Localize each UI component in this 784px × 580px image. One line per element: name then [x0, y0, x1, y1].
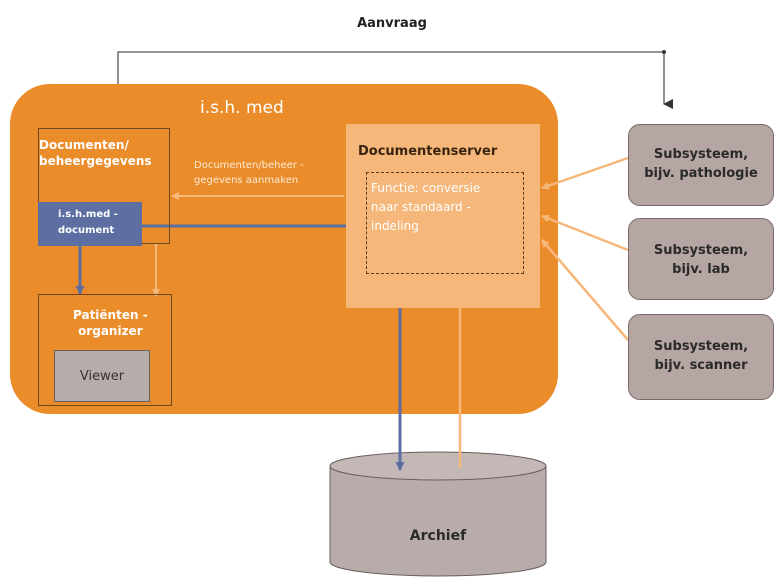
subsystem-lab-line2: bijv. lab: [672, 262, 730, 277]
documents-line2: beheergegevens: [39, 154, 152, 168]
documents-box[interactable]: Documenten/ beheergegevens: [38, 128, 170, 244]
archive-cylinder: [329, 451, 547, 577]
function-box[interactable]: Functie: conversie naar standaard - inde…: [366, 172, 524, 274]
arrow-scanner: [541, 239, 629, 341]
ishmed-document-line1: i.s.h.med -: [58, 209, 118, 220]
document-server-label: Documentenserver: [358, 144, 498, 159]
subsystem-scanner[interactable]: Subsysteem, bijv. scanner: [628, 314, 774, 400]
request-label: Aanvraag: [357, 16, 427, 31]
ishmed-document-label: i.s.h.med - document: [58, 207, 118, 239]
ishmed-label: i.s.h. med: [200, 98, 284, 118]
subsystem-lab-label: Subsysteem, bijv. lab: [629, 219, 773, 279]
create-docs-label: Documenten/beheer - gegevens aanmaken: [194, 158, 304, 188]
subsystem-pathologie-line1: Subsysteem,: [653, 147, 749, 162]
create-docs-line2: gegevens aanmaken: [194, 175, 299, 186]
document-server-box[interactable]: Documentenserver: [346, 124, 540, 308]
request-dot: [662, 50, 666, 54]
patient-organizer-line1: Patiënten -: [73, 308, 148, 322]
patient-organizer-box[interactable]: Patiënten - organizer: [38, 294, 172, 406]
patient-organizer-line2: organizer: [78, 324, 143, 338]
request-line: [117, 51, 673, 109]
subsystem-pathologie-label: Subsysteem, bijv. pathologie: [629, 125, 773, 183]
create-docs-line1: Documenten/beheer -: [194, 160, 304, 171]
arrow-pathologie: [541, 156, 629, 190]
documents-line1: Documenten/: [39, 138, 129, 152]
subsystem-lab[interactable]: Subsysteem, bijv. lab: [628, 218, 774, 300]
ishmed-document-line2: document: [58, 225, 115, 236]
subsystem-scanner-label: Subsysteem, bijv. scanner: [629, 315, 773, 375]
subsystem-pathologie-line2: bijv. pathologie: [644, 166, 758, 181]
function-label: Functie: conversie naar standaard - inde…: [371, 179, 480, 236]
function-line3: indeling: [371, 219, 419, 233]
arrow-lab: [541, 214, 629, 252]
viewer-box[interactable]: Viewer: [54, 350, 150, 402]
function-line1: Functie: conversie: [371, 181, 481, 195]
subsystem-lab-line1: Subsysteem,: [653, 243, 749, 258]
function-line2: naar standaard -: [371, 200, 471, 214]
subsystem-scanner-line1: Subsysteem,: [653, 339, 749, 354]
archive-label: Archief: [409, 528, 467, 544]
subsystem-pathologie[interactable]: Subsysteem, bijv. pathologie: [628, 124, 774, 206]
patient-organizer-label: Patiënten - organizer: [73, 307, 148, 339]
subsystem-scanner-line2: bijv. scanner: [654, 358, 748, 373]
ishmed-document-box[interactable]: i.s.h.med - document: [38, 202, 142, 246]
documents-title: Documenten/ beheergegevens: [39, 137, 152, 169]
